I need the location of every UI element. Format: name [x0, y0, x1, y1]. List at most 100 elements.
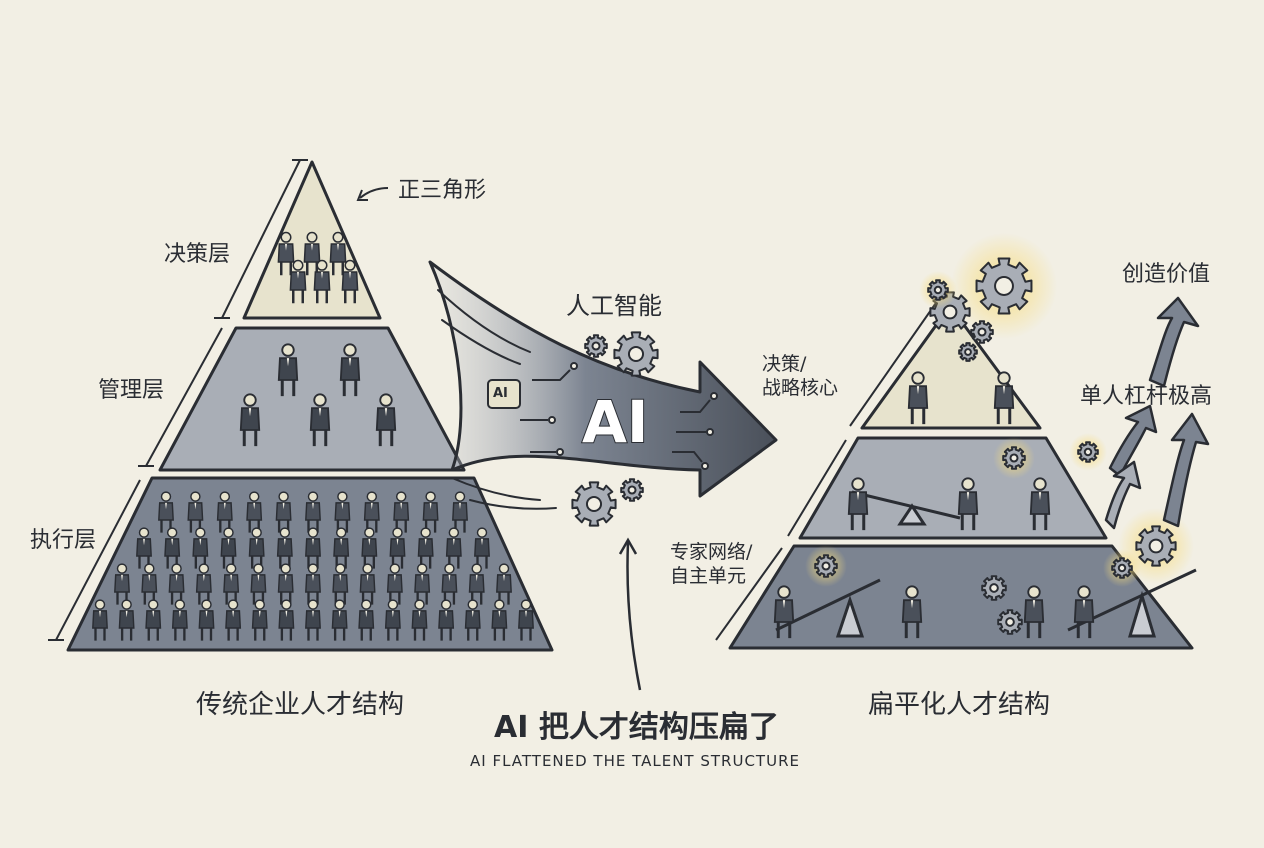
person-body — [452, 502, 468, 521]
person-legs — [387, 628, 399, 641]
person-legs — [280, 380, 296, 397]
person-figure — [341, 259, 359, 304]
center-gears — [571, 331, 659, 527]
person-figure — [333, 527, 350, 569]
gear-icon — [805, 545, 847, 587]
left-side-brackets — [48, 159, 308, 641]
person-body — [847, 491, 869, 515]
person-body — [438, 610, 455, 629]
person-legs — [333, 628, 346, 641]
person-body — [496, 574, 512, 593]
person-shirt — [782, 600, 786, 609]
person-head — [94, 599, 106, 610]
person-shirt — [283, 538, 286, 546]
person-figure — [363, 491, 380, 533]
person-legs — [200, 628, 213, 641]
person-legs — [1026, 622, 1042, 639]
person-head — [307, 527, 319, 538]
person-shirt — [916, 386, 920, 395]
person-figure — [187, 491, 204, 533]
person-legs — [467, 628, 479, 641]
person-head — [344, 259, 356, 271]
person-shirt — [171, 538, 174, 546]
person-figure — [223, 563, 240, 605]
person-shirt — [143, 538, 145, 546]
person-head — [332, 231, 344, 243]
person-figure — [246, 491, 263, 533]
person-shirt — [286, 358, 290, 367]
right-gears — [805, 232, 1194, 635]
person-shirt — [152, 610, 155, 618]
person-head — [520, 599, 532, 610]
person-body — [363, 502, 380, 521]
gear-hole — [1009, 453, 1019, 463]
person-head — [292, 259, 304, 271]
person-shirt — [366, 574, 369, 582]
person-legs — [254, 628, 266, 641]
person-figure — [276, 527, 293, 569]
person-head — [148, 599, 159, 610]
person-body — [192, 538, 209, 557]
gear-icon — [950, 232, 1058, 340]
person-figure — [220, 527, 237, 569]
high-leverage-label: 单人杠杆极高 — [1080, 384, 1213, 409]
person-head — [420, 527, 431, 538]
person-shirt — [311, 243, 313, 251]
speed-lines — [437, 289, 557, 510]
person-shirt — [384, 408, 388, 417]
person-shirt — [348, 358, 352, 367]
person-legs — [344, 290, 356, 304]
person-head — [448, 527, 460, 538]
person-head — [395, 491, 407, 502]
person-shirt — [338, 610, 341, 618]
person-shirt — [396, 538, 399, 546]
person-shirt — [99, 610, 101, 618]
person-body — [375, 407, 397, 431]
gear-hole — [1005, 617, 1015, 627]
person-body — [474, 538, 490, 557]
person-shirt — [445, 610, 448, 618]
person-head — [361, 599, 372, 610]
person-figure — [359, 563, 376, 605]
person-legs — [960, 514, 976, 531]
person-body — [993, 385, 1015, 409]
person-shirt — [498, 610, 501, 618]
person-head — [223, 527, 234, 538]
person-shirt — [205, 610, 208, 618]
person-figure — [305, 491, 321, 533]
person-figure — [1023, 585, 1045, 639]
person-shirt — [418, 610, 421, 618]
person-figure — [277, 343, 299, 397]
person-head — [313, 393, 327, 407]
person-head — [225, 563, 237, 574]
gear-icon — [981, 575, 1007, 601]
person-shirt — [340, 538, 343, 546]
person-head — [851, 477, 865, 491]
person-head — [467, 599, 478, 610]
tier-label-execution: 执行层 — [30, 528, 97, 553]
gear-hole — [1083, 447, 1093, 457]
person-body — [251, 610, 268, 629]
person-body — [1023, 599, 1045, 623]
person-body — [411, 610, 428, 629]
gear-hole — [1117, 563, 1127, 573]
person-legs — [174, 628, 186, 641]
person-head — [307, 599, 319, 610]
person-figure — [361, 527, 378, 569]
tier-label-decision: 决策层 — [164, 242, 231, 267]
person-figure — [773, 585, 795, 639]
person-head — [138, 527, 150, 538]
person-head — [454, 491, 466, 502]
person-head — [281, 599, 292, 610]
person-body — [250, 574, 267, 593]
person-shirt — [199, 538, 202, 546]
value-arrow-right — [1162, 412, 1210, 528]
person-legs — [440, 628, 452, 641]
ai-chip-text: AI — [493, 386, 508, 401]
person-figure — [375, 393, 397, 447]
person-legs — [316, 290, 328, 304]
person-shirt — [337, 243, 339, 251]
person-head — [227, 599, 239, 610]
person-legs — [776, 622, 792, 639]
